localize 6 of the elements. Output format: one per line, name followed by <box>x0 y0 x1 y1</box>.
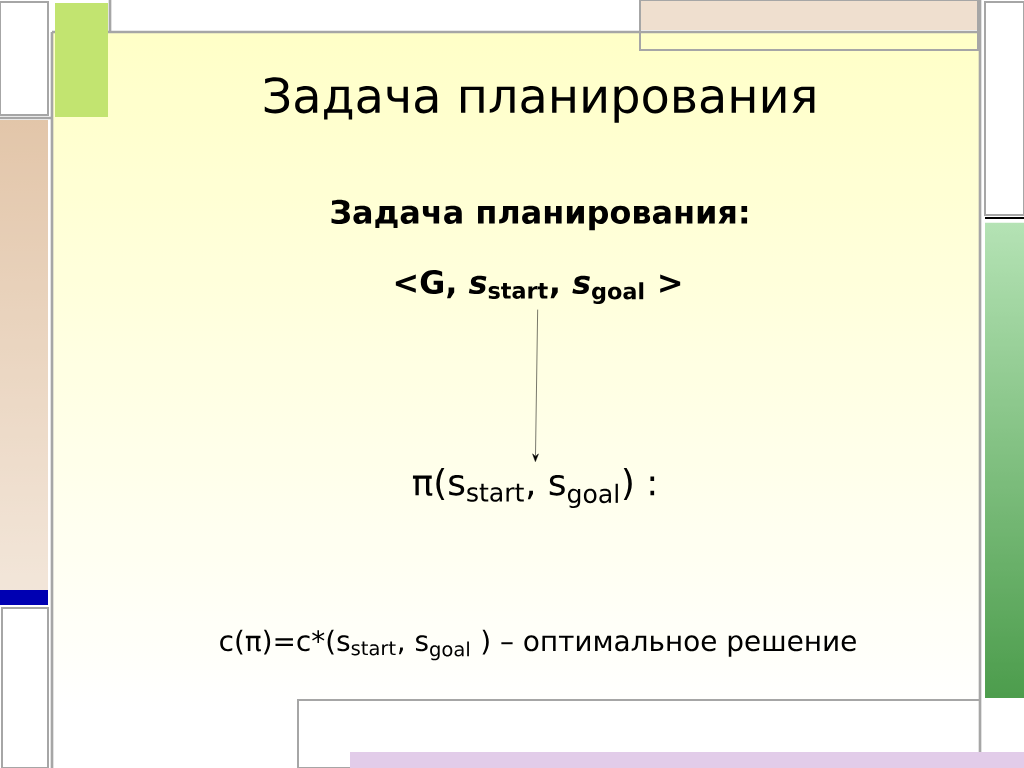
arrow <box>532 309 539 462</box>
slide-title: Задача планирования <box>264 77 815 123</box>
note-text: c(π)=c*(s$_{start}$, s$_{goal}$ ) – оптимальное решение <box>220 629 856 661</box>
heading: Задача планирования: <box>331 199 748 231</box>
formula-text: π(s$_{start}$, s$_{goal}$) : <box>412 467 655 509</box>
formula-text: <G, s$_{start}$, s$_{goal}$ > <box>395 270 681 305</box>
